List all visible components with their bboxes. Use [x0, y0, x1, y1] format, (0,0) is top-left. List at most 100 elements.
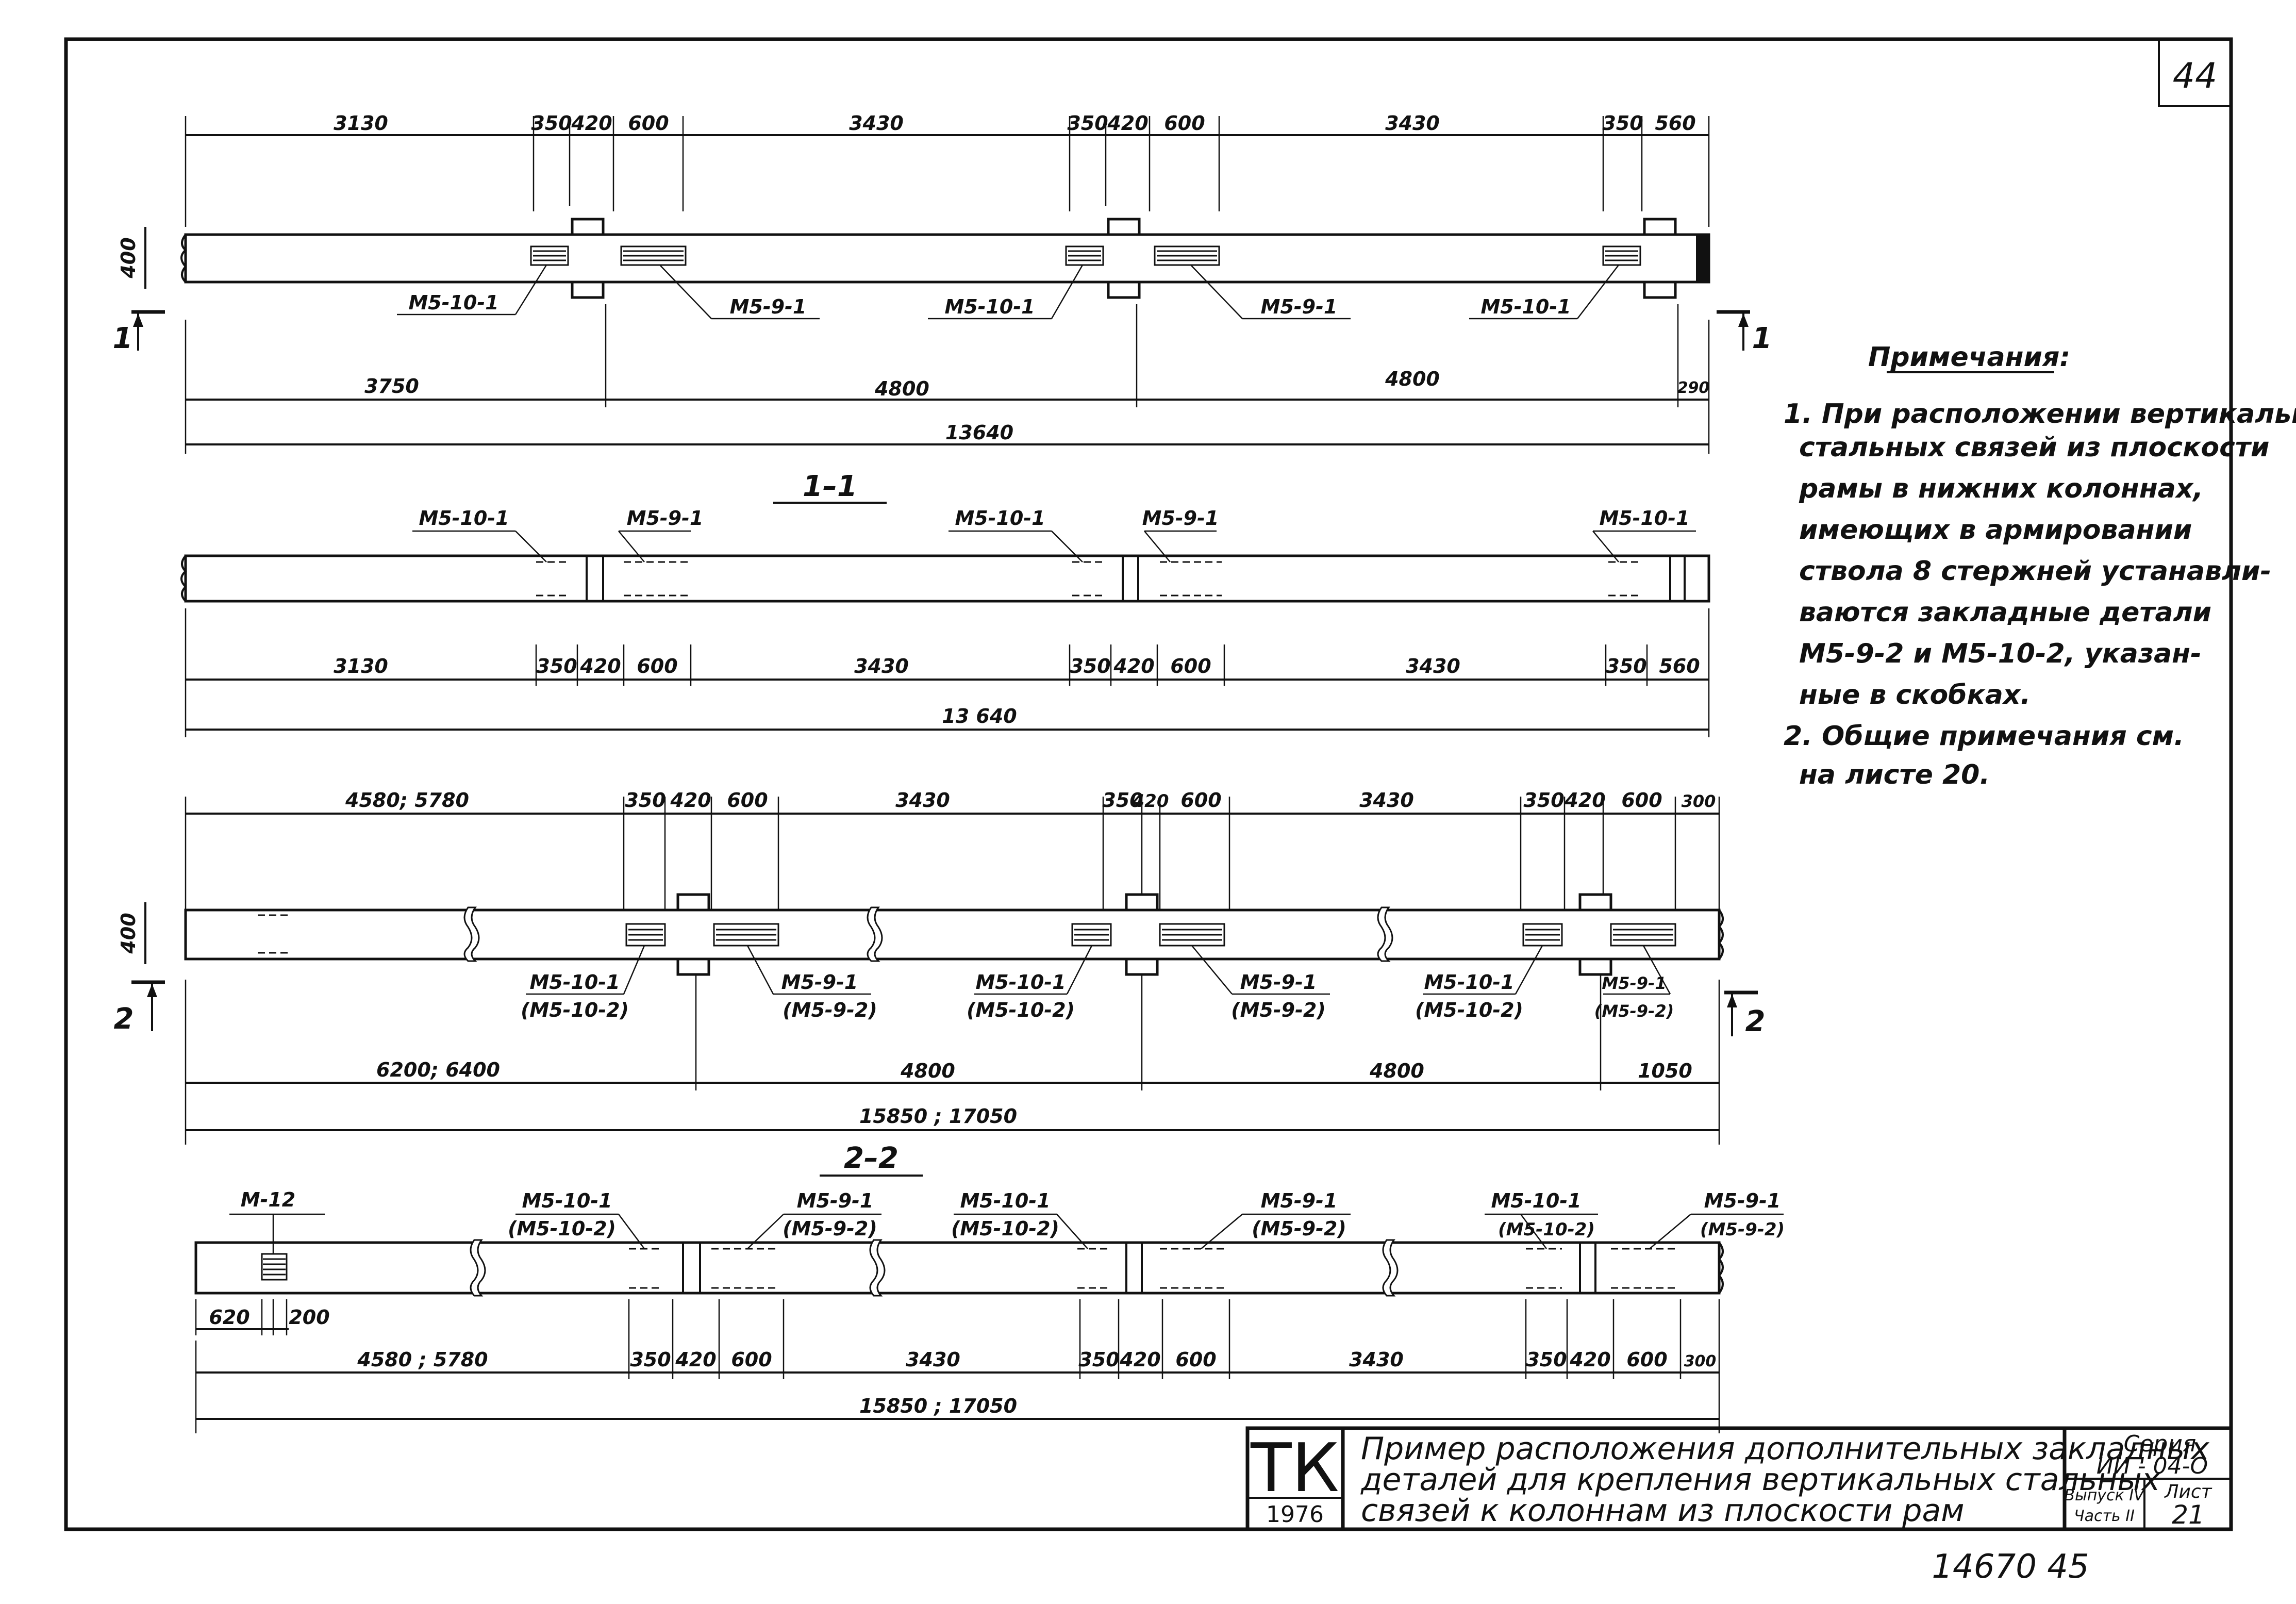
plate-label: M5-9-1 — [627, 507, 704, 530]
dim: 420 — [1132, 791, 1169, 812]
plate-label: M5-10-1 — [960, 1189, 1050, 1212]
plate-label: M5-10-1 — [975, 971, 1066, 994]
note-line: 2. Общие примечания см. — [1784, 721, 2184, 752]
plate-label: M5-9-1 — [1261, 1189, 1338, 1212]
dim: 600 — [1180, 789, 1221, 812]
plate-label: M5-10-1 — [944, 295, 1035, 318]
note-line: ные в скобках. — [1799, 680, 2031, 710]
dim: 3430 — [854, 655, 909, 677]
section-title: 1–1 — [803, 470, 857, 503]
dim: 300 — [1684, 1352, 1717, 1370]
plate-label-alt: (M5-10-2) — [521, 999, 629, 1021]
dim: 420 — [571, 112, 612, 135]
dim: 350 — [1067, 112, 1108, 135]
issue: Выпуск IV — [2064, 1486, 2145, 1504]
dim: 420 — [1113, 655, 1154, 677]
plate-label-alt: (M5-10-2) — [1415, 999, 1523, 1021]
dim: 4580; 5780 — [345, 789, 469, 812]
dim: 200 — [289, 1306, 329, 1329]
dim: 3430 — [1385, 112, 1440, 135]
plate-label: M5-9-1 — [781, 971, 858, 994]
plate-label: M5-10-1 — [408, 291, 498, 314]
plate-label-alt: (M5-10-2) — [1498, 1219, 1595, 1240]
dim-total: 13 640 — [942, 705, 1017, 727]
note-line: рамы в нижних колоннах, — [1799, 473, 2203, 504]
series-label: Серия — [2124, 1431, 2197, 1457]
plate-label-alt: (M5-9-2) — [1231, 999, 1325, 1021]
title-line: Пример расположения дополнительных закла… — [1361, 1431, 2209, 1467]
cut-label-right: 2 — [1745, 1005, 1766, 1038]
plate-label: M5-9-1 — [1602, 973, 1666, 993]
cut-label-right: 1 — [1752, 322, 1772, 355]
dim: 420 — [1107, 112, 1148, 135]
plate-label-alt: (M5-9-2) — [1252, 1217, 1346, 1240]
dim: 600 — [727, 789, 768, 812]
dim: 4580 ; 5780 — [357, 1348, 488, 1371]
plate-label-alt: (M5-9-2) — [783, 1217, 877, 1240]
note-line: стальных связей из плоскости — [1799, 432, 2270, 463]
plate-label: M5-9-1 — [797, 1189, 874, 1212]
part: Часть II — [2074, 1507, 2135, 1525]
dim: 420 — [1564, 789, 1605, 812]
footer-numbers: 14670 45 — [1932, 1548, 2089, 1586]
plate-label: M5-9-1 — [1261, 295, 1338, 318]
note-line: 1. При расположении вертикальных — [1784, 399, 2296, 429]
plate-label: M5-9-1 — [1704, 1189, 1781, 1212]
logo: ТК — [1250, 1429, 1339, 1507]
dim: 3130 — [334, 112, 388, 135]
dim: 600 — [1626, 1348, 1667, 1371]
dim-height: 400 — [117, 913, 140, 954]
dim: 620 — [209, 1306, 249, 1329]
column-view-lower: 4580; 5780 350 420 600 3430 350 420 600 … — [114, 789, 1766, 1145]
plate-label: M5-10-1 — [955, 507, 1045, 530]
dim: 3430 — [895, 789, 950, 812]
series-value: ИИ - 04-О — [2097, 1453, 2208, 1479]
dim: 4800 — [1369, 1060, 1424, 1082]
plate-label-alt: (M5-9-2) — [783, 999, 877, 1021]
dim: 4800 — [1385, 368, 1440, 390]
dim: 600 — [1170, 655, 1211, 677]
dim: 6200; 6400 — [376, 1059, 500, 1081]
dim: 420 — [675, 1348, 716, 1371]
dim-total: 15850 ; 17050 — [859, 1105, 1017, 1128]
dim: 350 — [531, 112, 572, 135]
dim: 600 — [731, 1348, 772, 1371]
dim: 3430 — [906, 1348, 960, 1371]
dim-height: 400 — [117, 237, 140, 278]
dim: 3430 — [849, 112, 904, 135]
section-2-2: 2–2 — [194, 1142, 1785, 1433]
dim-total: 13640 — [945, 421, 1013, 444]
dim-total: 15850 ; 17050 — [859, 1395, 1017, 1417]
dim: 420 — [579, 655, 621, 677]
dim: 560 — [1659, 655, 1700, 677]
dim: 350 — [1606, 655, 1646, 677]
title-line: связей к колоннам из плоскости рам — [1361, 1493, 1965, 1529]
year: 1976 — [1266, 1501, 1324, 1528]
column-view-top: 3130 350 420 600 3430 350 420 600 3430 3… — [113, 112, 1772, 454]
dim: 600 — [628, 112, 669, 135]
dim: 350 — [536, 655, 577, 677]
dim: 3430 — [1349, 1348, 1404, 1371]
plate-label: M5-10-1 — [419, 507, 509, 530]
plate-label: M5-9-1 — [1240, 971, 1317, 994]
plate-label: M5-10-1 — [1480, 295, 1571, 318]
plate-label: M5-9-1 — [1142, 507, 1219, 530]
title-line: деталей для крепления вертикальных сталь… — [1360, 1462, 2160, 1498]
note-line: ствола 8 стержней устанавли- — [1799, 556, 2271, 587]
notes-block: Примечания: 1. При расположении вертикал… — [1784, 342, 2296, 790]
plate-label-alt: (M5-10-2) — [508, 1217, 616, 1240]
dim: 600 — [1621, 789, 1662, 812]
dim: 600 — [637, 655, 677, 677]
dim: 3750 — [364, 375, 419, 398]
plate-label: M5-10-1 — [529, 971, 620, 994]
notes-heading: Примечания: — [1868, 342, 2070, 373]
dim: 420 — [1119, 1348, 1160, 1371]
plate-label: M5-10-1 — [1599, 507, 1689, 530]
note-line: ваются закладные детали — [1799, 597, 2211, 628]
cut-label-left: 1 — [113, 322, 133, 355]
plate-label: M5-9-1 — [730, 295, 807, 318]
sheet-number-box — [2158, 38, 2232, 107]
dim: 600 — [1175, 1348, 1216, 1371]
dim: 350 — [1070, 655, 1110, 677]
